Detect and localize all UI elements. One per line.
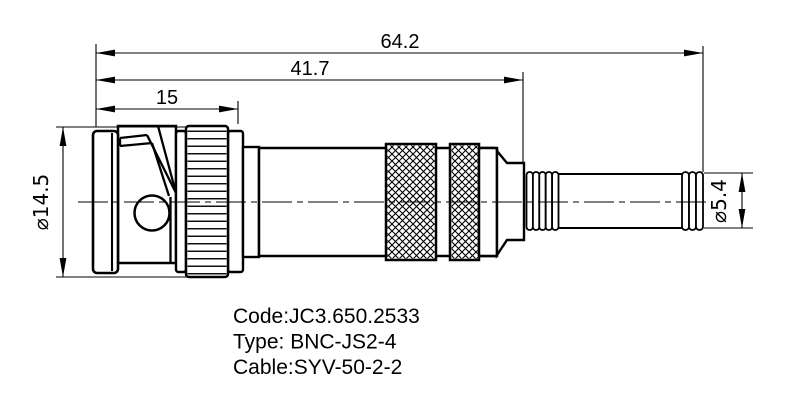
arrow-up-icon [738, 173, 746, 192]
arrow-left-icon [96, 49, 115, 57]
dim-connector-diameter-label: ⌀14.5 [29, 174, 53, 231]
arrow-down-icon [59, 258, 67, 277]
dim-coupling-length-label: 15 [156, 87, 178, 109]
strain-relief-ridges-front [525, 171, 560, 231]
arrow-up-icon [59, 127, 67, 146]
dim-cable-diameter: ⌀5.4 [707, 173, 746, 228]
dim-body-length: 41.7 [96, 58, 523, 84]
cable-end-ridges [681, 171, 704, 231]
title-notes: Code:JC3.650.2533 Type: BNC-JS2-4 Cable:… [233, 305, 420, 379]
arrow-left-icon [96, 105, 115, 113]
note-cable: Cable:SYV-50-2-2 [233, 356, 402, 379]
note-code: Code:JC3.650.2533 [233, 305, 420, 328]
bayonet-j-slot [118, 125, 178, 262]
bayonet-sleeve [116, 124, 178, 265]
dim-connector-diameter: ⌀14.5 [29, 127, 67, 277]
arrow-right-icon [219, 105, 238, 113]
dim-total-length-label: 64.2 [381, 31, 420, 53]
extension-lines [56, 44, 753, 278]
dim-coupling-length: 15 [96, 87, 238, 113]
arrow-down-icon [738, 209, 746, 228]
dim-body-length-label: 41.7 [291, 58, 330, 80]
dim-cable-diameter-label: ⌀5.4 [707, 179, 731, 223]
bayonet-pin-circle [133, 194, 171, 232]
tapered-neck [495, 147, 526, 259]
arrow-right-icon [684, 49, 703, 57]
arrow-left-icon [96, 76, 115, 84]
dim-total-length: 64.2 [96, 31, 703, 57]
arrow-right-icon [504, 76, 523, 84]
note-type: Type: BNC-JS2-4 [233, 331, 397, 354]
